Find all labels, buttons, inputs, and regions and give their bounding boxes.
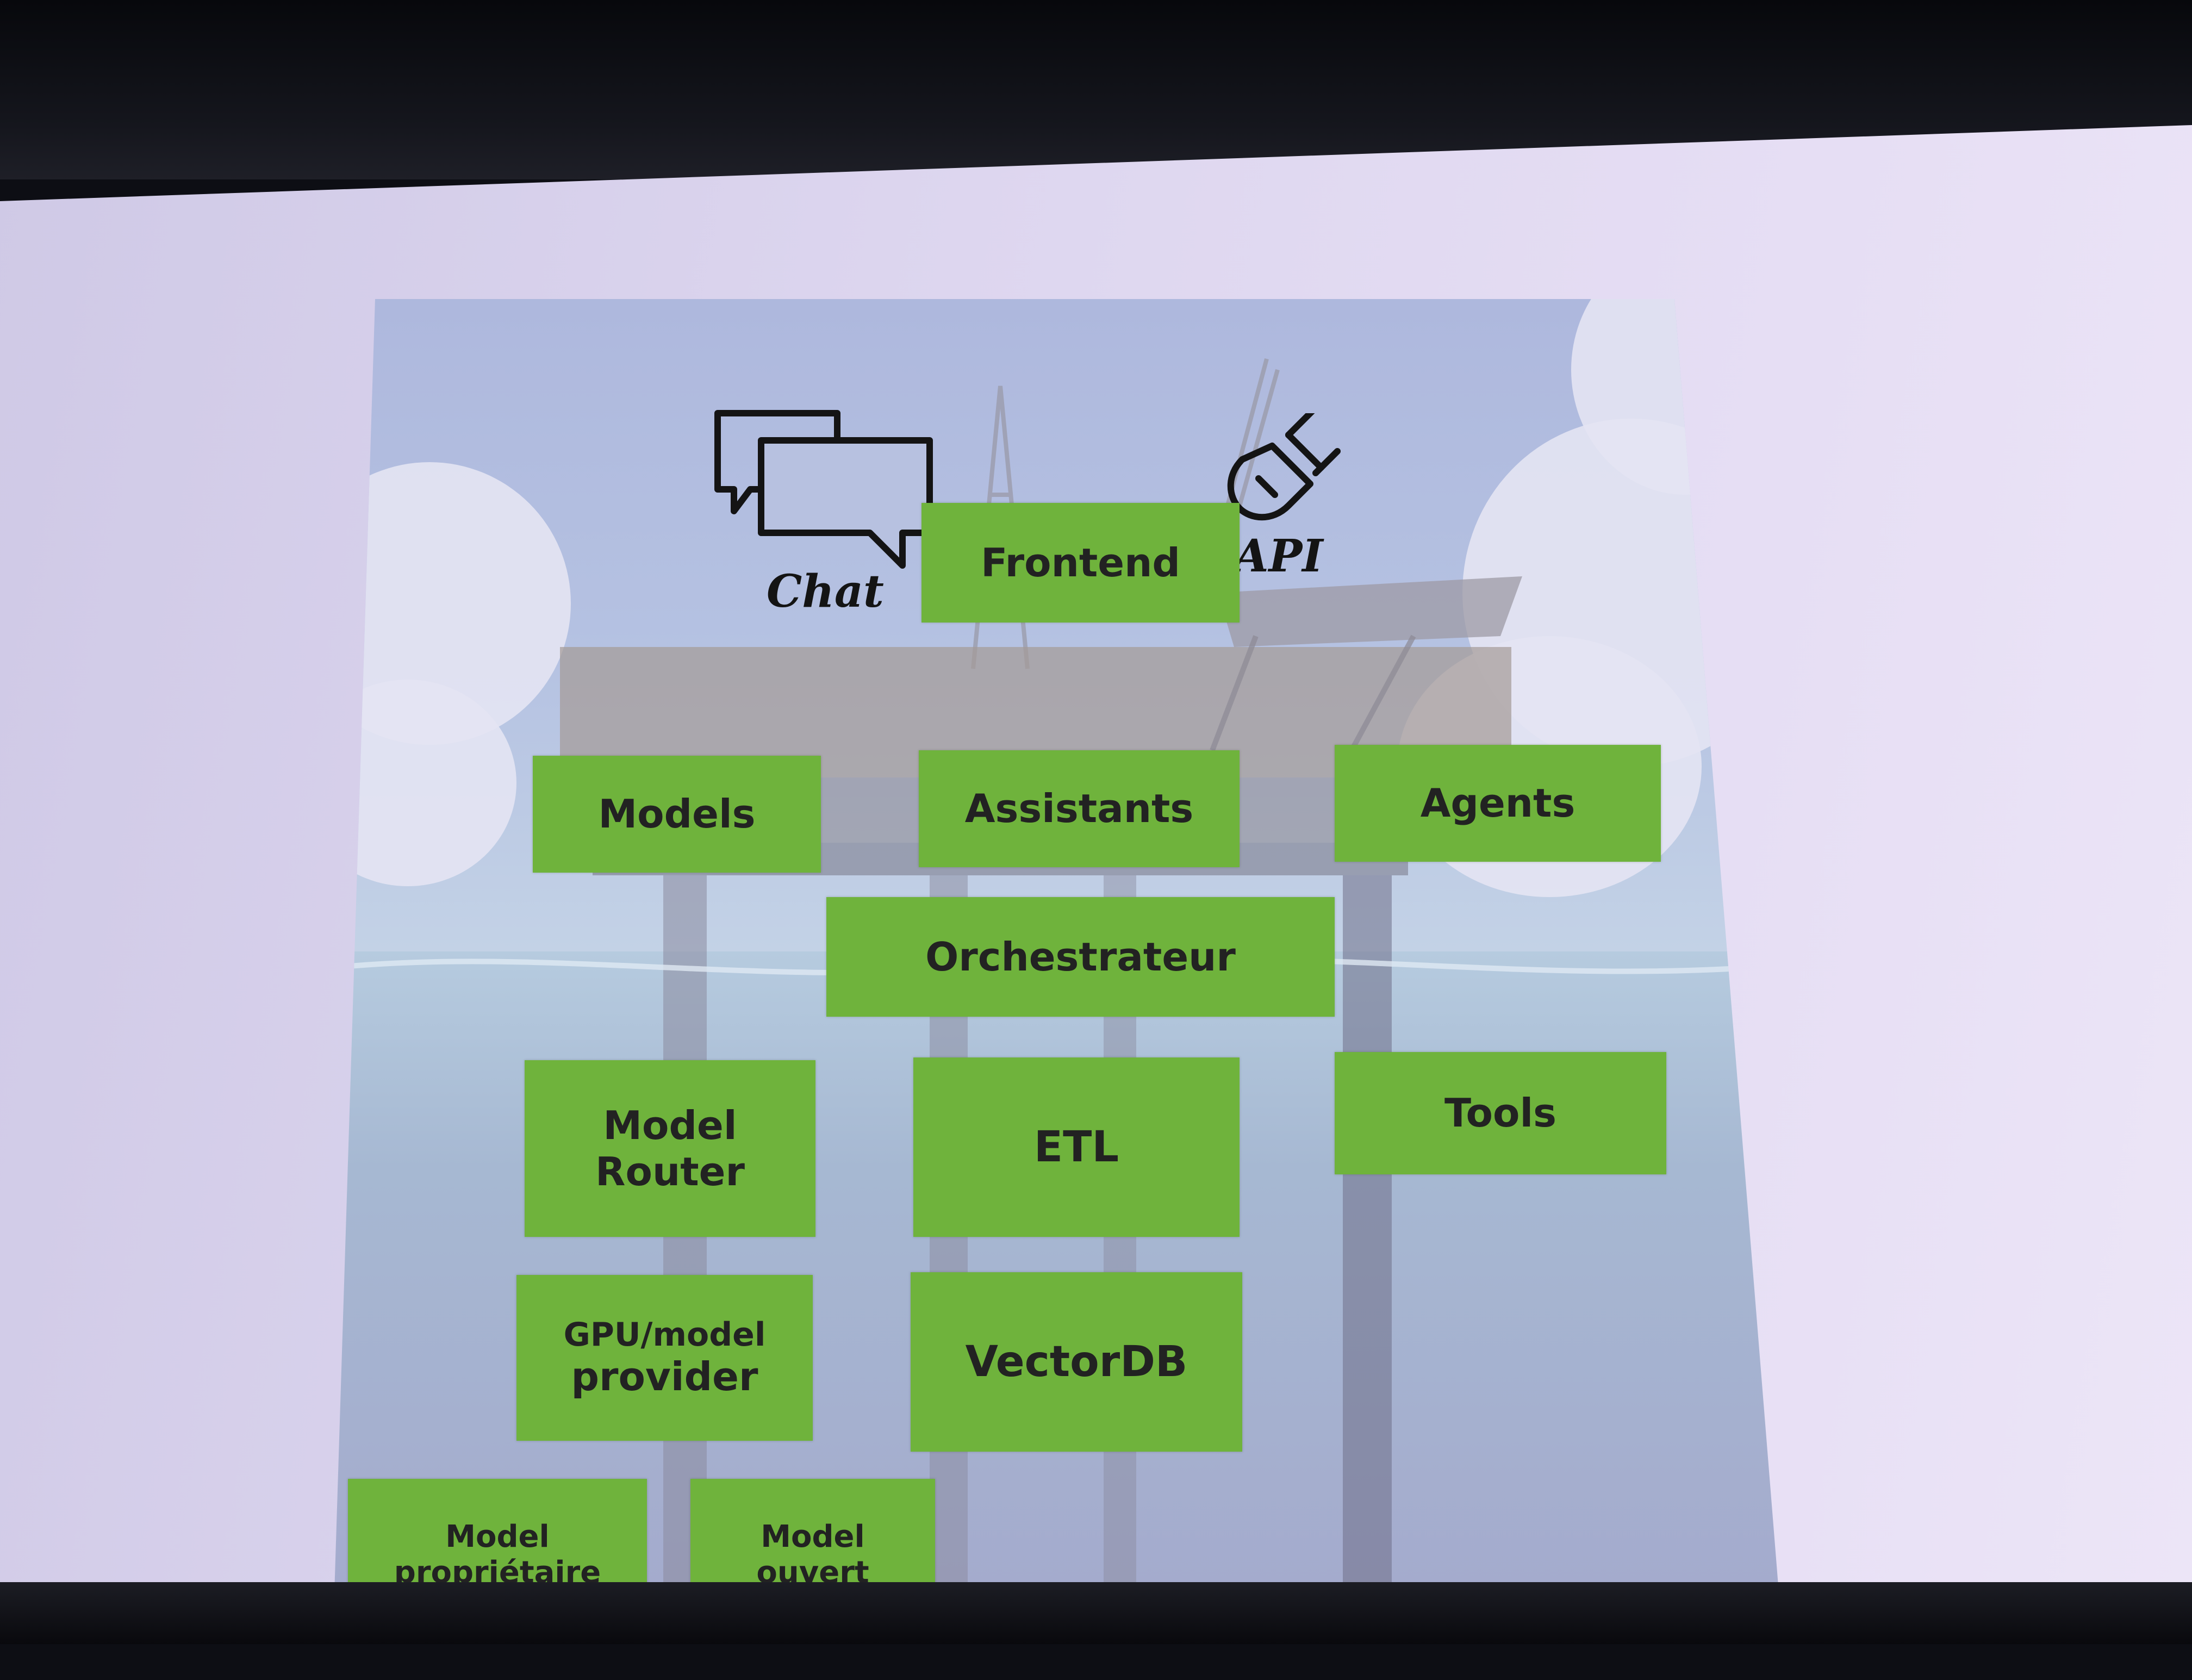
frontend-box: Frontend <box>921 503 1240 623</box>
model-router-label-line1: Model <box>603 1102 737 1148</box>
projection-screen: Chat API Frontend Models Assistants Agen… <box>0 125 2192 1598</box>
tools-label: Tools <box>1444 1090 1556 1136</box>
gpu-provider-label-line1: GPU/model <box>563 1315 766 1354</box>
orchestrateur-box: Orchestrateur <box>826 897 1335 1017</box>
plug-icon-label: API <box>1234 530 1323 582</box>
frontend-label: Frontend <box>981 539 1180 586</box>
model-ouvert-box: Model ouvert <box>690 1479 935 1598</box>
gpu-provider-box: GPU/model provider <box>516 1275 813 1441</box>
vectordb-box: VectorDB <box>911 1272 1242 1452</box>
tools-box: Tools <box>1335 1052 1666 1174</box>
agents-label: Agents <box>1420 780 1575 826</box>
etl-box: ETL <box>913 1057 1240 1237</box>
model-router-box: Model Router <box>525 1060 815 1237</box>
assistants-label: Assistants <box>964 786 1194 832</box>
assistants-box: Assistants <box>919 750 1240 867</box>
agents-box: Agents <box>1335 745 1661 862</box>
gpu-provider-label-line2: provider <box>571 1354 758 1400</box>
etl-label: ETL <box>1033 1122 1119 1172</box>
model-ouvert-label-line1: Model <box>761 1519 865 1554</box>
room-floor-edge <box>0 1582 2192 1644</box>
chat-icon <box>714 410 933 569</box>
slide-background: Chat API Frontend Models Assistants Agen… <box>332 299 1786 1598</box>
vectordb-label: VectorDB <box>965 1337 1188 1386</box>
model-proprietaire-label-line1: Model <box>445 1519 550 1554</box>
models-label: Models <box>598 791 756 837</box>
chat-icon-label: Chat <box>767 565 884 618</box>
cloud-shape <box>332 680 516 886</box>
model-router-label-line2: Router <box>595 1148 745 1194</box>
models-box: Models <box>533 756 821 873</box>
orchestrateur-label: Orchestrateur <box>925 934 1236 980</box>
